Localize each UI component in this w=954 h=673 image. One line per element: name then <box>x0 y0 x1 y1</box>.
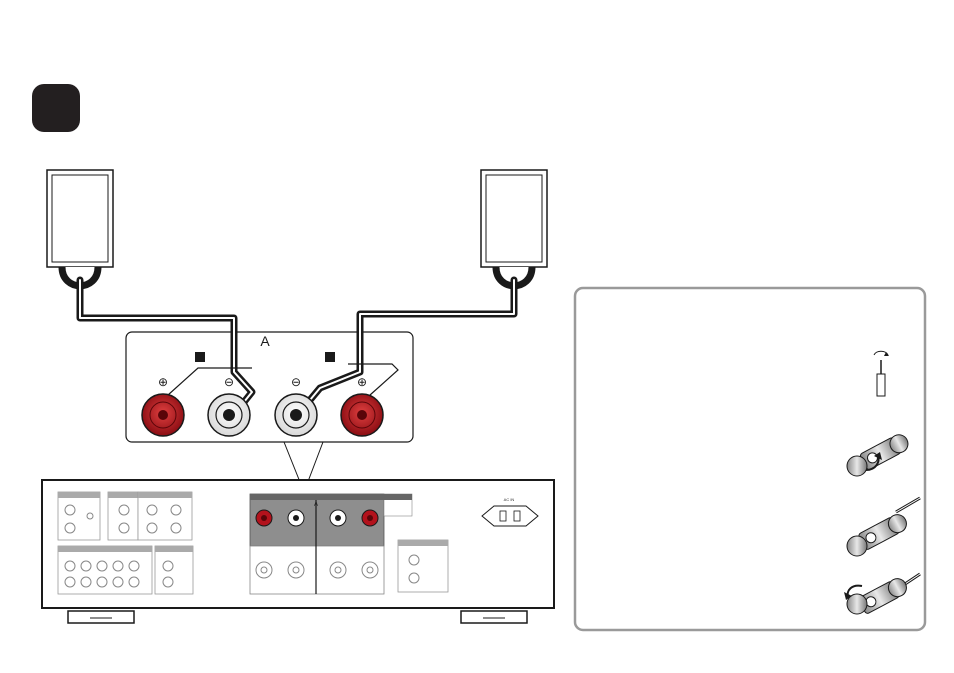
amp-speaker-section: A <box>249 493 413 595</box>
terminal-r-minus <box>207 393 251 437</box>
input-jack-block-2 <box>107 491 139 541</box>
input-jack-block-5 <box>154 545 194 595</box>
input-jack-block-3 <box>137 491 193 541</box>
instructions-box <box>573 286 927 632</box>
insert-wire-icon <box>846 496 921 557</box>
amplifier-foot-left <box>67 610 135 624</box>
thin-wire-left-plus <box>348 363 399 396</box>
polarity-r-minus: ⊖ <box>224 375 234 389</box>
preout-jack-block <box>397 539 449 593</box>
terminal-l-plus <box>340 393 384 437</box>
input-jack-block-4 <box>57 545 153 595</box>
ac-in-label: AC IN <box>504 497 515 502</box>
twisted-wire-icon <box>873 350 889 397</box>
svg-text:R: R <box>197 352 204 362</box>
right-speaker <box>480 169 548 290</box>
terminal-r-plus <box>141 393 185 437</box>
thin-wire-right-plus <box>167 367 252 396</box>
unscrew-terminal-icon <box>846 434 909 477</box>
step-badge <box>32 84 80 132</box>
terminal-l-minus <box>274 393 318 437</box>
ac-inlet: AC IN <box>481 497 539 527</box>
polarity-r-plus: ⊕ <box>158 375 168 389</box>
channel-right-label: R <box>195 352 205 362</box>
speaker-cable-left <box>76 276 256 416</box>
polarity-l-plus: ⊕ <box>357 375 367 389</box>
amplifier-rear-panel: A AC IN <box>41 479 555 624</box>
speaker-cable-right <box>296 276 518 416</box>
svg-text:L: L <box>327 352 333 362</box>
group-label: A <box>260 333 270 349</box>
channel-left-label: L <box>325 352 335 362</box>
amp-speaker-section-label: A <box>314 502 318 508</box>
amplifier-foot-right <box>460 610 528 624</box>
tighten-terminal-icon <box>844 572 921 615</box>
left-speaker <box>46 169 114 290</box>
polarity-l-minus: ⊖ <box>291 375 301 389</box>
input-jack-block-1 <box>57 491 101 541</box>
